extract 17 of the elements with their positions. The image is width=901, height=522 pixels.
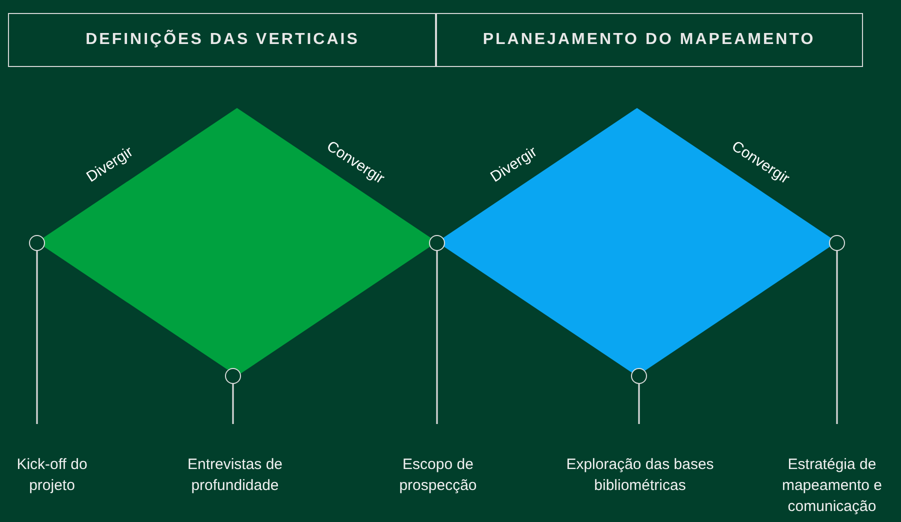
leader-line xyxy=(836,251,838,424)
leader-line xyxy=(436,251,438,424)
leader-line xyxy=(36,251,38,424)
header-box: PLANEJAMENTO DO MAPEAMENTO xyxy=(435,13,863,67)
circle-marker xyxy=(631,368,647,384)
stage-label: Escopo de prospecção xyxy=(378,454,498,496)
leader-line xyxy=(232,384,234,424)
header-box: DEFINIÇÕES DAS VERTICAIS xyxy=(8,13,437,67)
stage-label: Estratégia de mapeamento e comunicação xyxy=(766,454,898,517)
leader-line xyxy=(638,384,640,424)
circle-marker xyxy=(225,368,241,384)
stage-label: Exploração das bases bibliométricas xyxy=(558,454,722,496)
stage-label: Entrevistas de profundidade xyxy=(170,454,300,496)
circle-marker xyxy=(29,235,45,251)
stage-label: Kick-off do projeto xyxy=(2,454,102,496)
circle-marker xyxy=(829,235,845,251)
circle-marker xyxy=(429,235,445,251)
